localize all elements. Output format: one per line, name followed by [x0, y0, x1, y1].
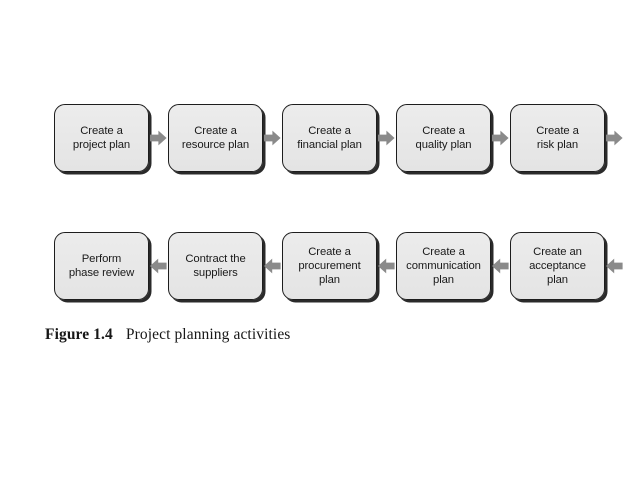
- flow-arrow-right-clipped-icon: [606, 130, 638, 146]
- process-box-label: Contract the suppliers: [185, 252, 246, 279]
- process-box-label: Create a communication plan: [406, 245, 481, 287]
- figure-caption: Figure 1.4 Project planning activities: [45, 326, 290, 344]
- process-box-label: Create a resource plan: [181, 124, 250, 151]
- process-box-create-procurement-plan[interactable]: Create a procurement plan: [282, 232, 377, 300]
- process-box-label: Create a quality plan: [415, 124, 472, 151]
- process-box-create-project-plan[interactable]: Create a project plan: [54, 104, 149, 172]
- process-box-create-financial-plan[interactable]: Create a financial plan: [282, 104, 377, 172]
- process-box-label: Create a financial plan: [297, 124, 362, 151]
- flow-arrow-left-icon: [150, 258, 167, 274]
- process-flow-row-2: Perform phase review Contract the suppli…: [0, 232, 638, 312]
- flow-arrow-right-icon: [264, 130, 281, 146]
- flow-arrow-right-icon: [150, 130, 167, 146]
- process-box-label: Perform phase review: [68, 252, 135, 279]
- process-box-create-acceptance-plan[interactable]: Create an acceptance plan: [510, 232, 605, 300]
- process-box-label: Create a risk plan: [536, 124, 579, 151]
- process-box-label: Create a procurement plan: [298, 245, 361, 287]
- process-flow-row-1: Create a project plan Create a resource …: [0, 104, 638, 184]
- flow-arrow-left-icon: [492, 258, 509, 274]
- process-box-create-quality-plan[interactable]: Create a quality plan: [396, 104, 491, 172]
- flow-arrow-left-clipped-icon: [606, 258, 638, 274]
- flow-arrow-left-icon: [264, 258, 281, 274]
- flow-arrow-left-icon: [378, 258, 395, 274]
- process-box-perform-phase-review[interactable]: Perform phase review: [54, 232, 149, 300]
- process-box-label: Create a project plan: [72, 124, 131, 151]
- process-box-create-communication-plan[interactable]: Create a communication plan: [396, 232, 491, 300]
- process-box-contract-the-suppliers[interactable]: Contract the suppliers: [168, 232, 263, 300]
- process-box-label: Create an acceptance plan: [529, 245, 586, 287]
- figure-caption-number: Figure 1.4: [45, 326, 113, 343]
- flow-arrow-right-icon: [378, 130, 395, 146]
- process-box-create-resource-plan[interactable]: Create a resource plan: [168, 104, 263, 172]
- flow-arrow-right-icon: [492, 130, 509, 146]
- process-box-create-risk-plan[interactable]: Create a risk plan: [510, 104, 605, 172]
- figure-caption-text: Project planning activities: [125, 326, 291, 343]
